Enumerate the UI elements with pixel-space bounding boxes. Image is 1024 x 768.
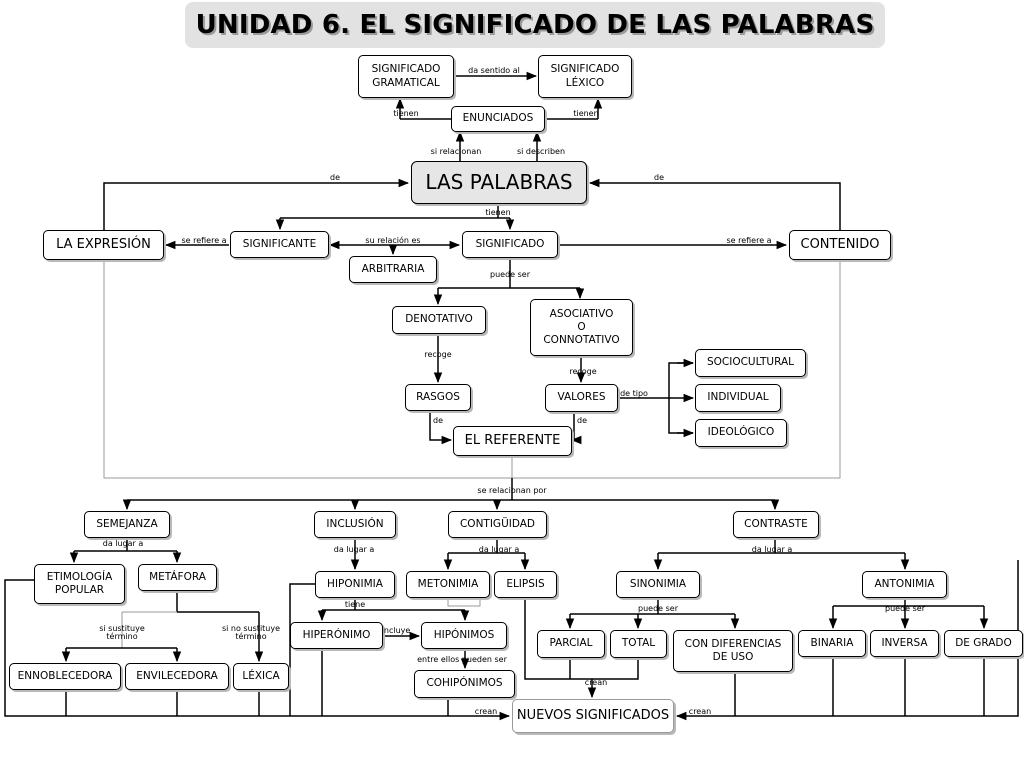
label-si-describen: si describen	[516, 147, 566, 156]
node-nuevos-significados: NUEVOS SIGNIFICADOS	[512, 699, 674, 733]
node-de-grado: DE GRADO	[944, 630, 1023, 657]
label-crean-top: crean	[584, 678, 608, 687]
node-contiguidad: CONTIGÜIDAD	[448, 511, 547, 538]
node-enunciados: ENUNCIADOS	[451, 106, 545, 132]
label-se-relacionan-por: se relacionan por	[477, 486, 547, 495]
label-si-no-sustituye-termino: si no sustituye término	[221, 624, 281, 641]
node-total: TOTAL	[610, 630, 667, 658]
node-asociativo: ASOCIATIVO O CONNOTATIVO	[530, 299, 633, 356]
node-significado-lexico: SIGNIFICADO LÉXICO	[538, 55, 632, 98]
node-arbitraria: ARBITRARIA	[349, 256, 437, 283]
label-tiene: tiene	[344, 600, 366, 609]
node-valores: VALORES	[545, 384, 618, 412]
node-individual: INDIVIDUAL	[695, 384, 781, 412]
node-denotativo: DENOTATIVO	[392, 306, 486, 334]
node-semejanza: SEMEJANZA	[84, 511, 170, 538]
node-lexica: LÉXICA	[233, 663, 289, 690]
label-se-refiere-a-right: se refiere a	[726, 236, 772, 245]
label-da-lugar-a-inclusion: da lugar a	[333, 545, 375, 554]
node-elipsis: ELIPSIS	[494, 571, 557, 598]
node-la-expresion: LA EXPRESIÓN	[43, 230, 164, 260]
label-incluye: incluye	[381, 626, 411, 635]
label-si-relacionan: si relacionan	[430, 147, 482, 156]
label-se-refiere-a-left: se refiere a	[181, 236, 227, 245]
label-da-sentido-al: da sentido al	[468, 66, 520, 75]
title-banner: UNIDAD 6. EL SIGNIFICADO DE LAS PALABRAS	[185, 2, 885, 48]
node-sociocultural: SOCIOCULTURAL	[695, 349, 806, 377]
label-de-rasgos: de	[433, 416, 443, 425]
label-puede-ser-antonimia: puede ser	[885, 604, 925, 613]
node-las-palabras: LAS PALABRAS	[411, 161, 587, 204]
node-significado: SIGNIFICADO	[462, 231, 558, 258]
node-sinonimia: SINONIMIA	[616, 571, 700, 598]
node-significante: SIGNIFICANTE	[230, 231, 329, 258]
node-el-referente: EL REFERENTE	[453, 426, 572, 456]
label-tienen-right: tienen	[573, 109, 599, 118]
node-metafora: METÁFORA	[138, 564, 217, 591]
page-title: UNIDAD 6. EL SIGNIFICADO DE LAS PALABRAS	[195, 10, 875, 40]
node-ideologico: IDEOLÓGICO	[695, 419, 787, 447]
label-puede-ser: puede ser	[490, 270, 530, 279]
label-da-lugar-a-contiguidad: da lugar a	[478, 545, 520, 554]
label-recoge-right: recoge	[569, 367, 597, 376]
node-parcial: PARCIAL	[537, 630, 605, 658]
node-metonimia: METONIMIA	[406, 571, 490, 598]
node-hiponimos: HIPÓNIMOS	[421, 622, 507, 649]
label-entre-ellos-pueden-ser: entre ellos pueden ser	[417, 655, 507, 664]
label-tienen-center: tienen	[485, 208, 511, 217]
label-puede-ser-sinonimia: puede ser	[638, 604, 678, 613]
label-si-sustituye-termino: si sustituye término	[99, 624, 145, 641]
node-cohiponimos: COHIPÓNIMOS	[414, 670, 515, 698]
label-crean-right: crean	[688, 707, 712, 716]
label-de-valores: de	[577, 416, 587, 425]
node-contenido: CONTENIDO	[789, 230, 891, 260]
label-da-lugar-a-semejanza: da lugar a	[102, 539, 144, 548]
label-recoge-left: recoge	[424, 350, 452, 359]
label-da-lugar-a-contraste: da lugar a	[751, 545, 793, 554]
node-etimologia-popular: ETIMOLOGÍA POPULAR	[34, 564, 125, 604]
node-envilecedora: ENVILECEDORA	[125, 663, 229, 690]
label-de-tipo: de tipo	[620, 389, 648, 398]
node-hiponimia: HIPONIMIA	[315, 571, 395, 598]
node-significado-gramatical: SIGNIFICADO GRAMATICAL	[358, 55, 454, 98]
label-crean-left: crean	[474, 707, 498, 716]
node-inclusion: INCLUSIÓN	[314, 511, 396, 538]
node-ennoblecedora: ENNOBLECEDORA	[9, 663, 121, 690]
label-de-left: de	[330, 173, 340, 182]
node-hiperonimo: HIPERÓNIMO	[290, 622, 383, 649]
label-de-right: de	[654, 173, 664, 182]
node-antonimia: ANTONIMIA	[862, 571, 947, 598]
node-con-diferencias-de-uso: CON DIFERENCIAS DE USO	[673, 630, 793, 672]
label-su-relacion-es: su relación es	[365, 236, 421, 245]
node-binaria: BINARIA	[798, 630, 866, 657]
node-contraste: CONTRASTE	[733, 511, 819, 538]
node-inversa: INVERSA	[870, 630, 939, 657]
node-rasgos: RASGOS	[405, 384, 471, 411]
label-tienen-left: tienen	[393, 109, 419, 118]
